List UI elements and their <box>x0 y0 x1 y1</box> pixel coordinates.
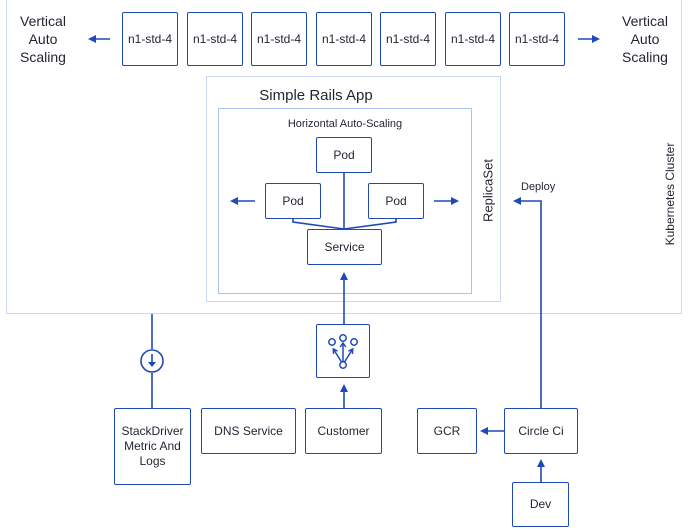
customer-box: Customer <box>305 408 382 454</box>
circle-ci-box: Circle Ci <box>504 408 578 454</box>
service-box: Service <box>307 229 382 265</box>
dns-service-box: DNS Service <box>201 408 296 454</box>
horizontal-auto-scaling-title: Horizontal Auto-Scaling <box>287 118 403 130</box>
instance-node-2: n1-std-4 <box>187 12 243 66</box>
pod-left: Pod <box>265 183 321 219</box>
pod-right: Pod <box>368 183 424 219</box>
instance-node-3: n1-std-4 <box>251 12 307 66</box>
download-circle-icon <box>140 349 164 373</box>
load-balancer-icon <box>328 334 358 369</box>
deploy-label: Deploy <box>521 181 556 193</box>
dev-box: Dev <box>512 482 569 527</box>
instance-node-7: n1-std-4 <box>509 12 565 66</box>
instance-node-1: n1-std-4 <box>122 12 178 66</box>
simple-rails-app-title: Simple Rails App <box>259 87 373 104</box>
pod-top: Pod <box>316 137 372 173</box>
stackdriver-box: StackDriver Metric And Logs <box>114 408 191 485</box>
instance-node-4: n1-std-4 <box>316 12 372 66</box>
gcr-box: GCR <box>417 408 477 454</box>
instance-node-5: n1-std-4 <box>380 12 436 66</box>
load-balancer-box <box>316 324 370 378</box>
instance-node-6: n1-std-4 <box>445 12 501 66</box>
simple-rails-app-region <box>206 76 501 302</box>
horizontal-auto-scaling-region <box>218 108 472 294</box>
vertical-auto-scaling-left-label: Vertical Auto Scaling <box>20 13 66 65</box>
vertical-auto-scaling-right-label: Vertical Auto Scaling <box>622 13 668 65</box>
